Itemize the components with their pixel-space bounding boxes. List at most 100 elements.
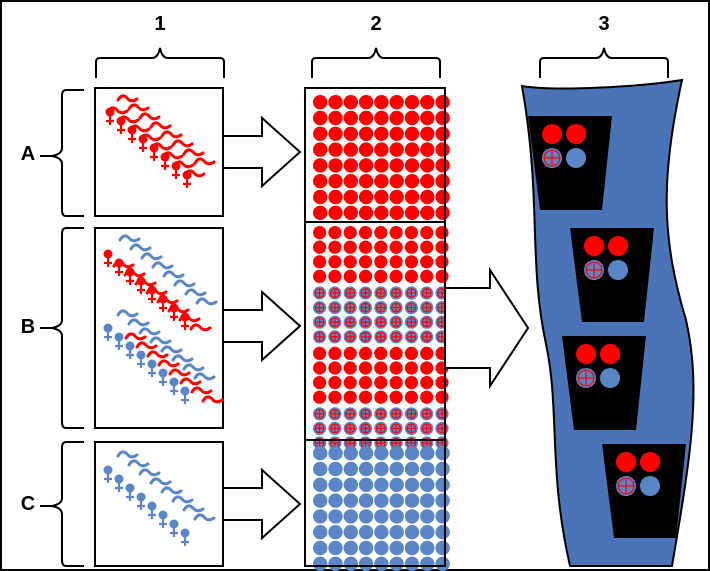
cell-icon: [358, 240, 373, 254]
sperm-icon: [195, 297, 218, 306]
cell-icon: [358, 174, 374, 189]
cell-icon: [328, 205, 343, 220]
sperm-icon: [182, 363, 205, 372]
cell-icon: [420, 269, 434, 283]
cell-icon: [313, 446, 328, 461]
cross-marked-cell-icon: [420, 421, 434, 435]
cell-icon: [389, 158, 404, 173]
sperm-icon: [127, 103, 150, 112]
cell-icon: [313, 540, 328, 556]
cell-icon: [640, 476, 660, 496]
cell-icon: [343, 446, 358, 461]
cell-icon: [435, 110, 450, 126]
cross-marked-cell-icon: [328, 301, 342, 315]
column-label-1: 1: [154, 13, 165, 35]
cross-marked-cell-icon: [420, 301, 434, 315]
cell-icon: [389, 346, 403, 360]
cell-icon: [435, 240, 449, 254]
cell-icon: [328, 142, 343, 157]
cell-icon: [358, 205, 374, 220]
cross-marked-cell-icon: [404, 301, 418, 315]
cross-marked-cell-icon: [313, 330, 327, 344]
sperm-icon: [171, 139, 194, 148]
cross-marked-cell-icon: [420, 407, 434, 421]
cell-icon: [374, 509, 389, 524]
cell-icon: [420, 226, 434, 240]
sperm-icon: [171, 495, 194, 504]
cell-icon: [313, 226, 327, 240]
sperm-icon: [168, 368, 191, 377]
cell-icon: [389, 240, 403, 254]
cell-icon: [358, 509, 374, 524]
cell-icon: [328, 461, 343, 477]
cell-icon: [374, 158, 389, 173]
cross-marked-cell-icon: [358, 330, 373, 344]
cross-marked-cell-icon: [389, 330, 403, 344]
cell-icon: [358, 390, 373, 404]
cross-marked-cell-icon: [608, 236, 628, 256]
cell-icon: [313, 189, 328, 205]
cell-icon: [420, 205, 435, 220]
cell-icon: [343, 361, 357, 375]
cross-marked-cell-icon: [313, 421, 327, 435]
cross-marked-cell-icon: [420, 315, 434, 329]
cell-icon: [374, 540, 389, 556]
cell-icon: [374, 205, 389, 220]
female-symbol-icon: [147, 359, 157, 377]
cell-icon: [358, 142, 374, 157]
cell-icon: [435, 255, 449, 269]
cell-icon: [343, 158, 358, 173]
cell-icon: [420, 540, 435, 556]
cell-icon: [404, 269, 418, 283]
cell-icon: [389, 540, 404, 556]
cell-icon: [343, 346, 357, 360]
cross-marked-cell-icon: [343, 421, 357, 435]
cell-icon: [435, 376, 449, 390]
female-symbol-icon: [180, 386, 190, 404]
cell-icon: [420, 240, 434, 254]
cell-icon: [374, 255, 388, 269]
female-symbol-icon: [180, 528, 190, 546]
female-symbol-icon: [103, 249, 113, 267]
cell-icon: [420, 556, 435, 571]
cell-icon: [420, 376, 434, 390]
cell-icon: [328, 390, 342, 404]
cross-marked-cell-icon: [435, 407, 449, 421]
cell-icon: [404, 189, 420, 205]
cell-icon: [328, 556, 343, 571]
sperm-icon: [157, 359, 180, 368]
bracket-icon: [311, 47, 441, 78]
cross-marked-cell-icon: [374, 330, 388, 344]
cell-icon: [420, 493, 435, 508]
cross-marked-cell-icon: [420, 330, 434, 344]
cell-icon: [389, 269, 403, 283]
cell-icon: [420, 525, 435, 540]
cross-marked-cell-icon: [404, 286, 418, 300]
sperm-icon: [146, 350, 169, 359]
column-label-3: 3: [598, 13, 609, 35]
sperm-icon: [160, 486, 183, 495]
cell-icon: [374, 142, 389, 157]
cell-icon: [389, 110, 404, 126]
cell-icon: [435, 509, 450, 524]
sperm-icon: [190, 386, 213, 395]
cell-icon: [389, 205, 404, 220]
cell-icon: [374, 361, 388, 375]
cross-marked-cell-icon: [640, 452, 660, 472]
cell-icon: [404, 110, 420, 126]
female-symbol-icon: [105, 107, 115, 125]
sperm-icon: [116, 94, 139, 103]
cell-icon: [374, 226, 388, 240]
cell-icon: [328, 477, 343, 492]
panel-c: [94, 441, 224, 567]
cell-icon: [404, 461, 420, 477]
cell-icon: [420, 158, 435, 173]
sperm-icon: [189, 323, 212, 332]
cross-marked-cell-icon: [404, 421, 418, 435]
cell-icon: [328, 509, 343, 524]
cell-icon: [328, 446, 343, 461]
female-symbol-icon: [169, 377, 179, 395]
female-symbol-icon: [158, 510, 168, 528]
cell-icon: [420, 189, 435, 205]
sperm-icon: [151, 261, 174, 270]
